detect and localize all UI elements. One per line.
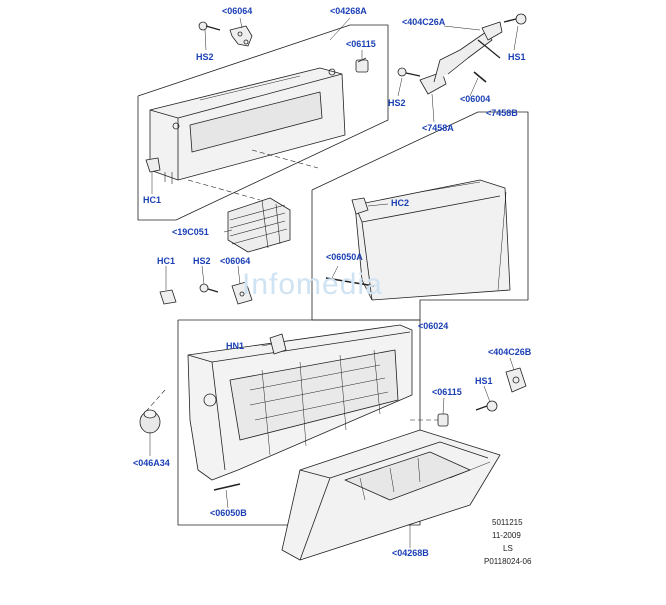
clip-06064-top <box>229 25 253 47</box>
label-06064-mid[interactable]: <06064 <box>220 256 251 266</box>
pin-06050A <box>325 277 375 287</box>
label-404C26A[interactable]: <404C26A <box>402 17 446 27</box>
clip-06064-mid <box>231 281 253 305</box>
group-frame-upper <box>137 24 389 221</box>
clip-hc1-top <box>145 157 161 173</box>
latch-404C26B <box>505 367 527 393</box>
screw-hs1-low <box>475 400 498 412</box>
screw-hs2-low <box>199 283 219 293</box>
glovebox-bin <box>281 429 501 561</box>
glovebox-lid <box>354 179 511 301</box>
label-hs2-low[interactable]: HS2 <box>193 256 211 266</box>
label-06050A[interactable]: <06050A <box>326 252 363 262</box>
pin-06004 <box>473 71 487 83</box>
label-06064-top[interactable]: <06064 <box>222 6 253 16</box>
label-hc2[interactable]: HC2 <box>391 198 410 208</box>
label-hs2-mid[interactable]: HS2 <box>388 98 406 108</box>
doc-number: 5011215 <box>492 518 523 527</box>
screw-hs1-top <box>503 13 527 25</box>
label-hc1-mid[interactable]: HC1 <box>157 256 176 266</box>
clip-hc1-mid <box>159 289 177 305</box>
label-hs2-top[interactable]: HS2 <box>196 52 214 62</box>
clip-hn1 <box>269 333 287 355</box>
label-04268A[interactable]: <04268A <box>330 6 367 16</box>
label-04268B[interactable]: <04268B <box>392 548 429 558</box>
knob-046A34 <box>139 409 161 434</box>
bumper-06115-top <box>355 57 369 73</box>
label-hc1-top[interactable]: HC1 <box>143 195 162 205</box>
label-06115-low[interactable]: <06115 <box>432 387 462 397</box>
label-hs1-low[interactable]: HS1 <box>475 376 493 386</box>
catch-hc2 <box>351 197 369 215</box>
air-vent-part <box>227 197 291 253</box>
screw-hs2-mid <box>397 67 421 77</box>
watermark: Infomedia <box>242 268 383 301</box>
label-7458B[interactable]: <7458B <box>486 108 518 118</box>
label-06050B[interactable]: <06050B <box>210 508 247 518</box>
label-hn1[interactable]: HN1 <box>226 341 245 351</box>
label-404C26B[interactable]: <404C26B <box>488 347 532 357</box>
group-frame-lower <box>177 319 421 526</box>
label-06115-top[interactable]: <06115 <box>346 39 376 49</box>
upper-storage-tray <box>149 67 346 184</box>
label-hs1-top[interactable]: HS1 <box>508 52 526 62</box>
label-19C051[interactable]: <19C051 <box>172 227 209 237</box>
pin-06050B <box>213 483 241 491</box>
leader-lines <box>149 17 519 548</box>
hinge-arm-7458A <box>419 21 503 95</box>
label-7458A[interactable]: <7458A <box>422 123 454 133</box>
glovebox-housing <box>187 324 413 481</box>
doc-code: LS <box>503 544 513 553</box>
label-06004[interactable]: <06004 <box>460 94 491 104</box>
label-046A34[interactable]: <046A34 <box>133 458 170 468</box>
page-code: P0118024-06 <box>484 557 532 566</box>
screw-hs2-top <box>198 21 221 31</box>
bumper-06115-low <box>437 413 449 427</box>
doc-date: 11-2009 <box>492 531 521 540</box>
label-06024[interactable]: <06024 <box>418 321 449 331</box>
